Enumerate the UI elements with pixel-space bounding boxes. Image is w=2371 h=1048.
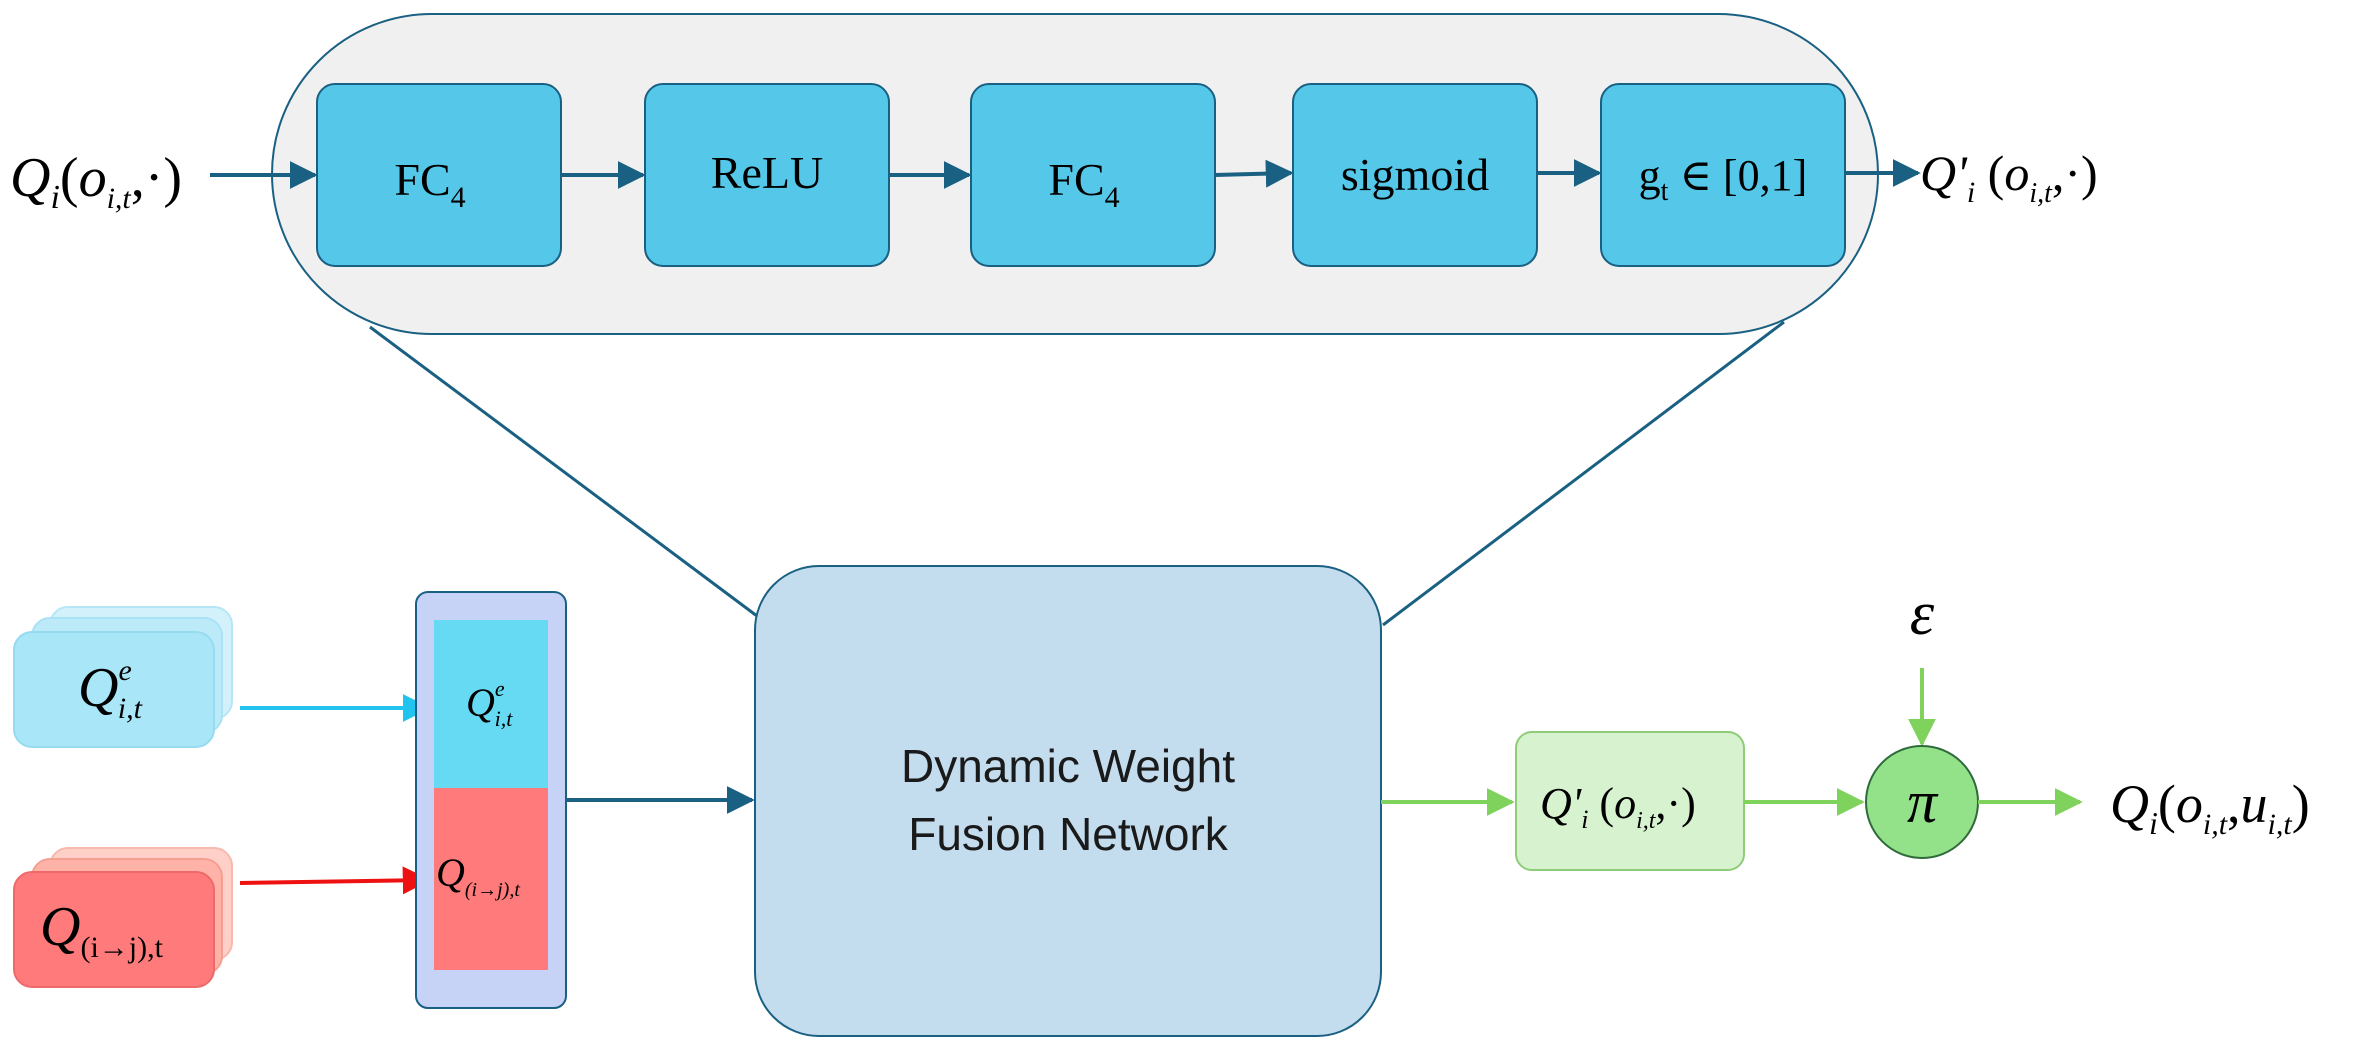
gate-network: FC4 ReLU FC4 sigmoid gt ∈ [0,1] <box>271 13 1879 335</box>
block-gate-range: gt ∈ [0,1] <box>1600 83 1846 267</box>
zoom-line-right <box>1382 320 1785 627</box>
policy-label: π <box>1907 769 1939 835</box>
fusion-output-box: Q'i (oi,t,·) <box>1515 731 1745 871</box>
block-fc4-first-label: FC <box>394 154 450 205</box>
fusion-output-label: Q'i (oi,t,·) <box>1540 779 1696 834</box>
block-sigmoid-label: sigmoid <box>1341 149 1489 200</box>
stack-q-ij: Q(i→j),t <box>13 847 233 988</box>
block-relu: ReLU <box>644 83 890 267</box>
arrow-q-ij-to-concat <box>239 866 431 895</box>
block-fc4-first-sub: 4 <box>451 181 466 214</box>
arrow-fc4-to-sigmoid <box>1214 159 1294 188</box>
stack-q-ij-label: Q(i→j),t <box>40 896 164 964</box>
block-relu-label: ReLU <box>711 147 823 198</box>
fusion-title-line1: Dynamic Weight <box>901 740 1235 792</box>
concat-bottom-label: Q(i→j),t <box>436 850 520 901</box>
block-fc4-second: FC4 <box>970 83 1216 267</box>
block-fc4-second-sub: 4 <box>1105 181 1120 214</box>
fusion-title-line2: Fusion Network <box>908 808 1229 860</box>
block-sigmoid: sigmoid <box>1292 83 1538 267</box>
block-fc4-second-label: FC <box>1048 154 1104 205</box>
epsilon-label: ε <box>1910 580 1935 648</box>
input-q-label: Qi(oi,t,·) <box>10 147 182 216</box>
svg-text:gt ∈ [0,1]: gt ∈ [0,1] <box>1639 151 1808 207</box>
concat-top-cell <box>434 620 548 788</box>
concat-bottom-cell <box>434 788 548 970</box>
gate-output-label: Q'i (oi,t,·) <box>1920 145 2098 209</box>
fusion-network: Dynamic Weight Fusion Network <box>754 565 1382 1037</box>
block-gate-range-sub: t <box>1661 176 1669 207</box>
block-gate-range-g: g <box>1639 151 1661 200</box>
zoom-line-left <box>369 325 758 618</box>
svg-text:FC4: FC4 <box>1048 154 1119 214</box>
block-fc4-first: FC4 <box>316 83 562 267</box>
final-output-label: Qi(oi,t,ui,t) <box>2110 774 2310 841</box>
svg-text:FC4: FC4 <box>394 154 465 214</box>
block-gate-range-rest: ∈ [0,1] <box>1668 151 1807 200</box>
policy-node: π <box>1865 745 1979 859</box>
